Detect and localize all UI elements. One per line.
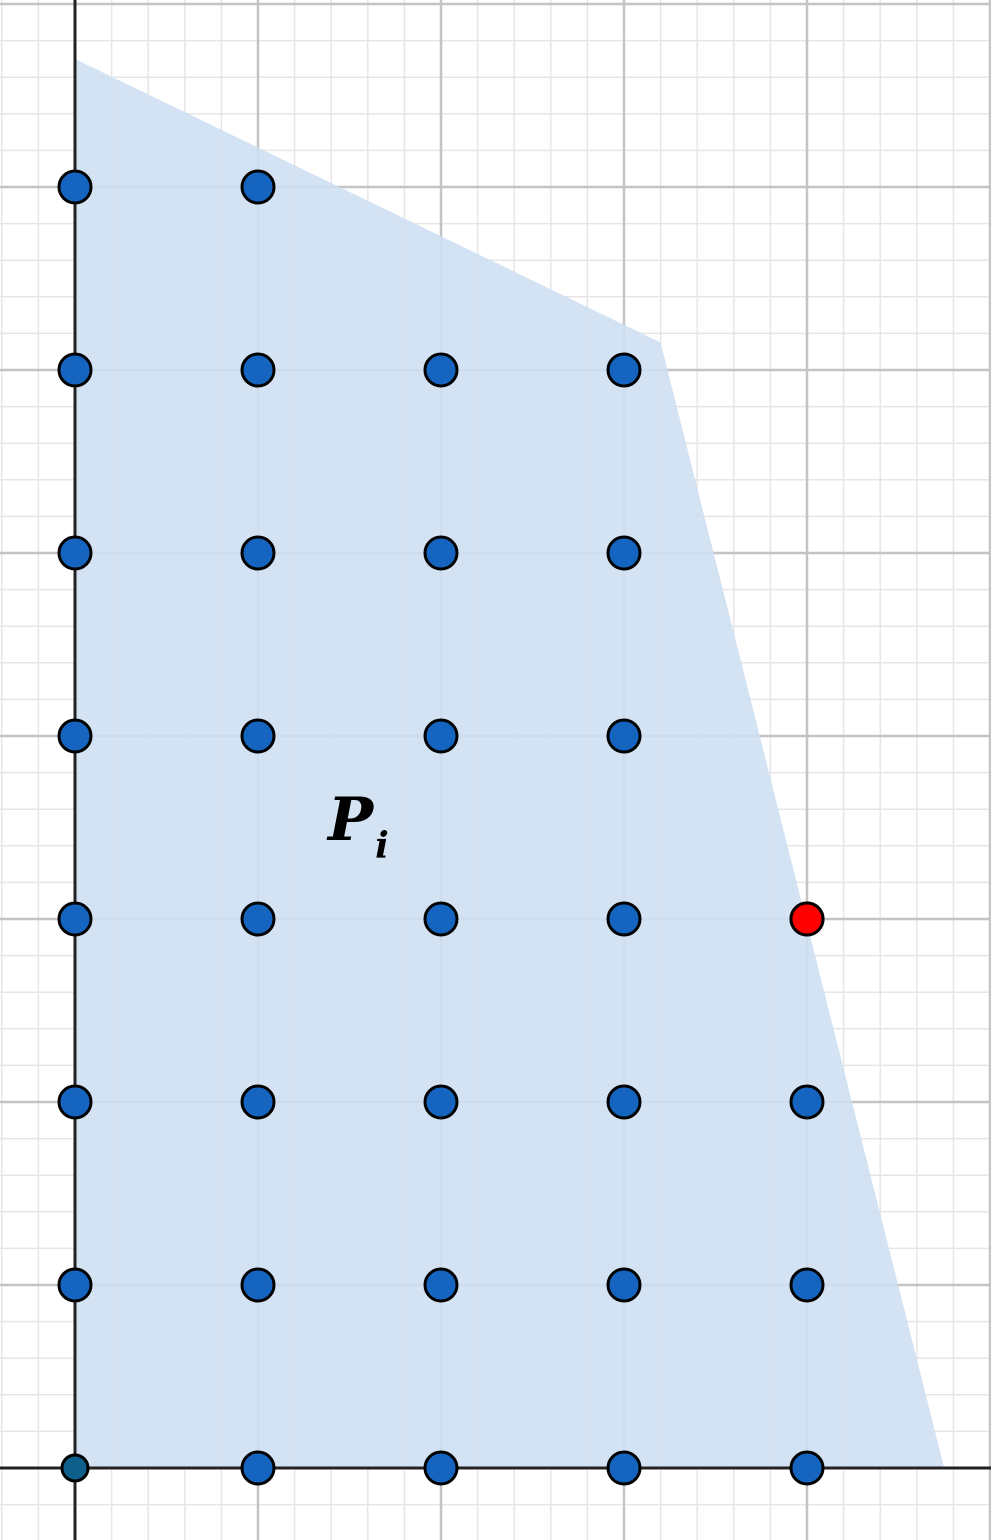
lattice-point: [57, 1084, 93, 1120]
lattice-point: [57, 718, 93, 754]
lattice-point: [240, 169, 276, 205]
lattice-point: [423, 352, 459, 388]
region-label-subscript: i: [375, 825, 389, 867]
origin-point: [60, 1453, 90, 1483]
lattice-point: [423, 1450, 459, 1486]
lattice-point: [606, 901, 642, 937]
lattice-point: [240, 718, 276, 754]
lattice-point: [240, 535, 276, 571]
lattice-point: [423, 535, 459, 571]
highlighted-point: [789, 901, 825, 937]
lattice-point: [789, 1450, 825, 1486]
region-layer: [75, 58, 945, 1468]
lattice-point: [606, 352, 642, 388]
lattice-point: [606, 718, 642, 754]
lattice-point: [240, 901, 276, 937]
lattice-point: [789, 1267, 825, 1303]
lattice-point: [57, 1267, 93, 1303]
lattice-point: [57, 535, 93, 571]
lattice-point: [606, 1267, 642, 1303]
lattice-point: [423, 718, 459, 754]
lattice-point: [606, 1084, 642, 1120]
region-label-main: P: [328, 785, 374, 855]
lattice-point: [240, 1450, 276, 1486]
lattice-point: [423, 1267, 459, 1303]
lattice-point: [606, 535, 642, 571]
lattice-point: [57, 169, 93, 205]
lattice-point: [57, 352, 93, 388]
lattice-point: [240, 352, 276, 388]
lattice-point: [423, 1084, 459, 1120]
lattice-points: [57, 169, 825, 1486]
region-label: Pi: [328, 790, 389, 864]
lattice-point: [240, 1084, 276, 1120]
lattice-point: [423, 901, 459, 937]
lattice-point: [57, 901, 93, 937]
lattice-point: [606, 1450, 642, 1486]
region-polygon: [75, 58, 945, 1468]
lattice-point: [240, 1267, 276, 1303]
lattice-point: [789, 1084, 825, 1120]
